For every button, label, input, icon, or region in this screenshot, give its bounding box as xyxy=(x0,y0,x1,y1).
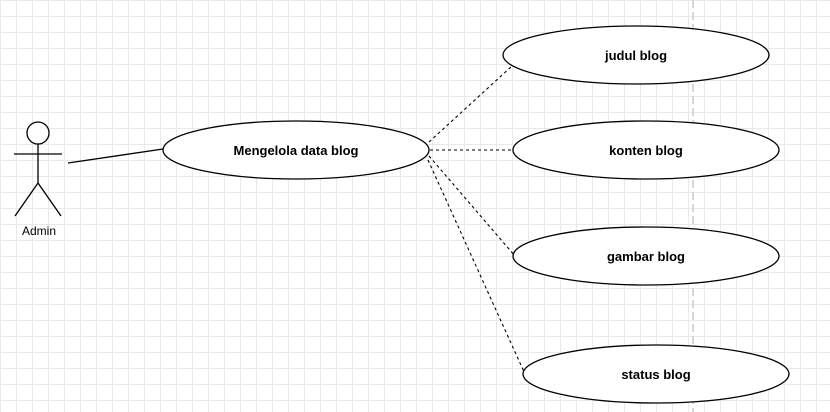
usecase-status-blog[interactable]: status blog xyxy=(522,344,790,404)
stick-figure-icon xyxy=(14,121,62,217)
association-line[interactable] xyxy=(67,148,164,164)
usecase-label: konten blog xyxy=(609,143,683,158)
usecase-ellipse xyxy=(502,25,770,85)
actor-admin[interactable]: Admin xyxy=(14,121,62,238)
usecase-label: judul blog xyxy=(604,48,667,63)
dependency-line-judul[interactable] xyxy=(428,65,513,143)
dependency-line-gambar[interactable] xyxy=(428,155,516,257)
usecase-ellipse xyxy=(522,344,790,404)
usecase-label: Mengelola data blog xyxy=(234,143,359,158)
usecase-gambar-blog[interactable]: gambar blog xyxy=(512,226,780,286)
usecase-ellipse xyxy=(512,226,780,286)
usecase-ellipse xyxy=(512,120,780,180)
usecase-ellipse xyxy=(162,120,430,180)
dependency-line-status[interactable] xyxy=(427,159,526,375)
usecase-mengelola-data-blog[interactable]: Mengelola data blog xyxy=(162,120,430,180)
usecase-judul-blog[interactable]: judul blog xyxy=(502,25,770,85)
usecase-konten-blog[interactable]: konten blog xyxy=(512,120,780,180)
usecase-label: gambar blog xyxy=(607,249,685,264)
usecase-label: status blog xyxy=(621,367,690,382)
actor-label: Admin xyxy=(22,224,56,238)
